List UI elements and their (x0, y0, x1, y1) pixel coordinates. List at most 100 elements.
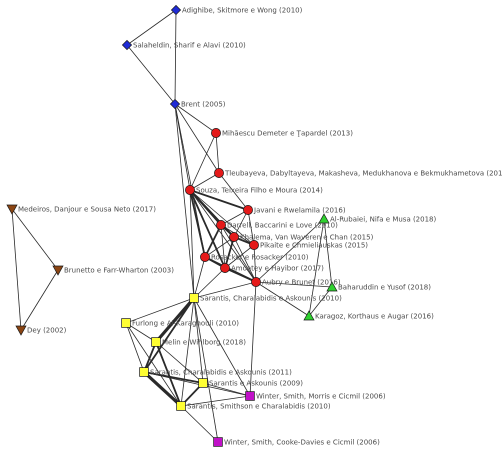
edge-alrubaiei-baharuddin (323, 218, 333, 288)
node-label-furlong: Furlong e Al-Karaghouli (2010) (132, 320, 239, 328)
edge-brunetto-dey (20, 269, 59, 331)
edge-alrubaiei-karagoz (308, 218, 325, 317)
edge-sarantis2011-sarantissmithson (142, 370, 183, 408)
node-label-rosacker: Rosacker e Rosacker (2010) (211, 254, 309, 262)
edge-darrell-aubry (220, 224, 257, 283)
node-aubry (251, 277, 261, 287)
node-label-baharuddin: Baharuddin e Yusof (2018) (338, 284, 431, 292)
edge-sarantis2010-sarantissmithson (180, 297, 195, 407)
node-amoatey (220, 263, 230, 273)
node-sarantis2011 (139, 367, 149, 377)
edge-javani-pikaite (247, 209, 255, 246)
node-darrell (216, 220, 226, 230)
edge-brent-mihaescu (174, 103, 217, 134)
edge-furlong-melin (125, 322, 157, 343)
node-furlong (121, 318, 131, 328)
node-label-salaheldin: Salaheldin, Sharif e Alavi (2010) (133, 42, 246, 50)
node-label-dey: Dey (2002) (27, 327, 67, 335)
edge-sarantis2009-winter2006a (202, 382, 251, 397)
edge-sarantis2010-winter2006a (193, 297, 251, 397)
node-label-aubry: Aubry e Brunet (2016) (262, 279, 341, 287)
edge-mihaescu-souza (189, 132, 217, 191)
node-pikaite (249, 240, 259, 250)
node-label-winter2006a: Winter, Smith, Morris e Cicmil (2006) (256, 393, 386, 401)
node-label-pikaite: Pikaite e Chmieliauskas (2015) (260, 242, 368, 250)
node-baharuddin (326, 281, 338, 292)
node-melin (151, 337, 161, 347)
node-label-khalema: Khalema, Van Waveren e Chan (2015) (240, 234, 374, 242)
labels-layer: Adighibe, Skitmore e Wong (2010) Salaheld… (18, 7, 503, 447)
node-label-sarantissmithson: Sarantis, Smithson e Charalabidis (2010) (187, 403, 331, 411)
node-dey (15, 325, 27, 336)
edge-sarantis2010-sarantis2011 (143, 297, 195, 373)
edge-tleubayeva-javani (218, 172, 249, 211)
edge-sarantis2010-winter2006b (193, 297, 219, 443)
edge-mihaescu-tleubayeva (215, 132, 220, 174)
edge-melin-sarantissmithson (155, 341, 182, 407)
edge-darrell-rosacker (204, 224, 222, 258)
edge-khalema-amoatey (224, 236, 235, 269)
node-label-karagoz: Karagoz, Korthaus e Augar (2016) (315, 313, 434, 321)
edge-souza-rosacker (189, 189, 206, 258)
edge-furlong-sarantis2011 (125, 322, 145, 373)
node-label-adighibe: Adighibe, Skitmore e Wong (2010) (182, 7, 303, 15)
edge-souza-pikaite (189, 189, 255, 246)
node-tleubayeva (214, 168, 224, 178)
edge-souza-javani (189, 189, 249, 211)
node-label-brent: Brent (2005) (181, 101, 226, 109)
node-label-melin: Melin e Wihlborg (2018) (162, 339, 246, 347)
edge-aubry-sarantis2010 (193, 281, 257, 299)
node-label-amoatey: Amoatey e Hayibor (2017) (231, 265, 324, 273)
edge-darrell-amoatey (220, 224, 226, 269)
edge-melin-sarantis2011 (143, 341, 157, 373)
edge-souza-sarantis2010 (189, 189, 195, 299)
edge-furlong-sarantissmithson (125, 322, 182, 407)
edge-sarantissmithson-winter2006a (180, 395, 251, 407)
edge-pikaite-aubry (253, 244, 257, 283)
edge-sarantis2010-furlong (125, 297, 195, 324)
edge-khalema-rosacker (204, 236, 235, 258)
edge-sarantis2010-sarantis2009 (193, 297, 204, 384)
edge-sarantissmithson-winter2006b (180, 405, 219, 443)
node-sarantissmithson (176, 401, 186, 411)
edge-pikaite-amoatey (224, 244, 255, 269)
node-label-sarantis2011: Sarantis, Charalabidis e Askounis (2011) (150, 369, 292, 377)
node-label-alrubaiei: Al-Rubaiei, Nifa e Musa (2018) (330, 216, 436, 224)
node-medeiros (6, 204, 18, 215)
node-label-javani: Javani e Rwelamila (2016) (253, 207, 346, 215)
edge-aubry-baharuddin (255, 281, 333, 288)
node-label-brunetto: Brunetto e Farr-Wharton (2003) (64, 267, 174, 275)
node-souza (185, 185, 195, 195)
edge-aubry-karagoz (255, 281, 310, 317)
edge-brent-sarantis2010 (174, 103, 195, 299)
edge-aubry-winter2006a (249, 281, 257, 397)
edge-salaheldin-brent (126, 44, 176, 105)
edge-amoatey-sarantis2010 (193, 267, 226, 299)
edge-rosacker-sarantis2010 (193, 256, 206, 299)
node-label-winter2006b: Winter, Smith, Cooke-Davies e Cicmil (20… (224, 439, 380, 447)
node-javani (243, 205, 253, 215)
nodes-layer (6, 4, 338, 447)
edge-medeiros-dey (11, 208, 22, 331)
node-rosacker (200, 252, 210, 262)
node-winter2006a (245, 391, 255, 401)
edge-tleubayeva-souza (189, 172, 220, 191)
node-label-mihaescu: Mihăescu Demeter e Ţapardel (2013) (222, 130, 353, 138)
node-adighibe (170, 4, 182, 16)
edges-layer (11, 9, 333, 443)
edge-brent-tleubayeva (174, 103, 220, 174)
edge-javani-darrell (220, 209, 249, 226)
node-label-souza: Souza, Teixeira Filho e Moura (2014) (196, 187, 323, 195)
edge-souza-aubry (189, 189, 257, 283)
edge-souza-amoatey (189, 189, 226, 269)
node-mihaescu (211, 128, 221, 138)
edge-khalema-aubry (233, 236, 257, 283)
edge-amoatey-aubry (224, 267, 257, 283)
node-winter2006b (213, 437, 223, 447)
node-label-medeiros: Medeiros, Danjour e Sousa Neto (2017) (18, 206, 156, 214)
edge-baharuddin-karagoz (308, 286, 333, 317)
node-label-tleubayeva: Tleubayeva, Dabyltayeva, Makasheva, Medu… (224, 170, 503, 178)
edge-sarantis2011-winter2006a (143, 371, 251, 397)
edge-melin-sarantis2009 (155, 341, 204, 384)
edge-sarantis2010-melin (154, 296, 196, 344)
